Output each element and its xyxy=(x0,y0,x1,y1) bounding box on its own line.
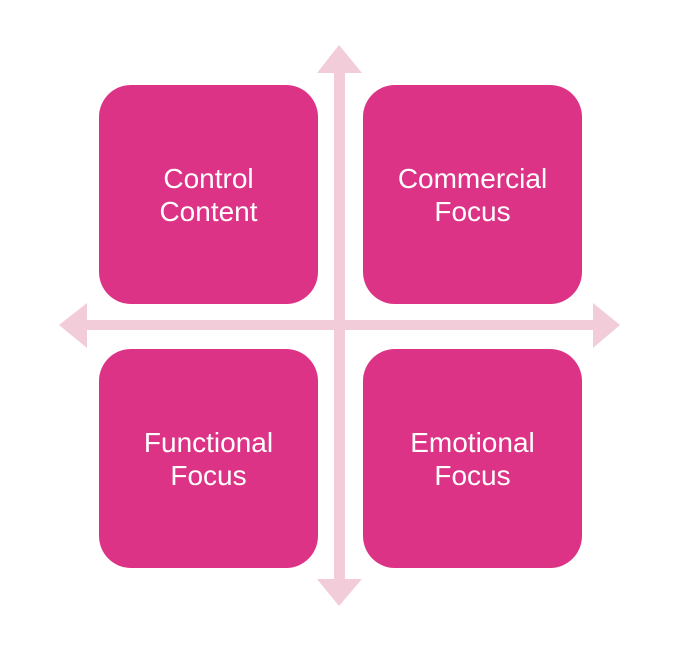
quadrant-label-line: Focus xyxy=(434,195,511,227)
quadrant-label-line: Focus xyxy=(170,459,247,491)
quadrant-label-line: Functional xyxy=(143,426,274,458)
quadrant-control-content: Control Content xyxy=(99,85,318,304)
quadrant-label-line: Control xyxy=(163,162,254,194)
quadrant-commercial-focus: Commercial Focus xyxy=(363,85,582,304)
quadrant-label-line: Content xyxy=(159,195,258,227)
quadrant-emotional-focus: Emotional Focus xyxy=(363,349,582,568)
quadrant-label-line: Emotional xyxy=(410,426,535,458)
quadrant-functional-focus: Functional Focus xyxy=(99,349,318,568)
quadrant-label-line: Commercial xyxy=(397,162,548,194)
horizontal-axis-arrow xyxy=(59,303,620,348)
quadrant-label-line: Focus xyxy=(434,459,511,491)
